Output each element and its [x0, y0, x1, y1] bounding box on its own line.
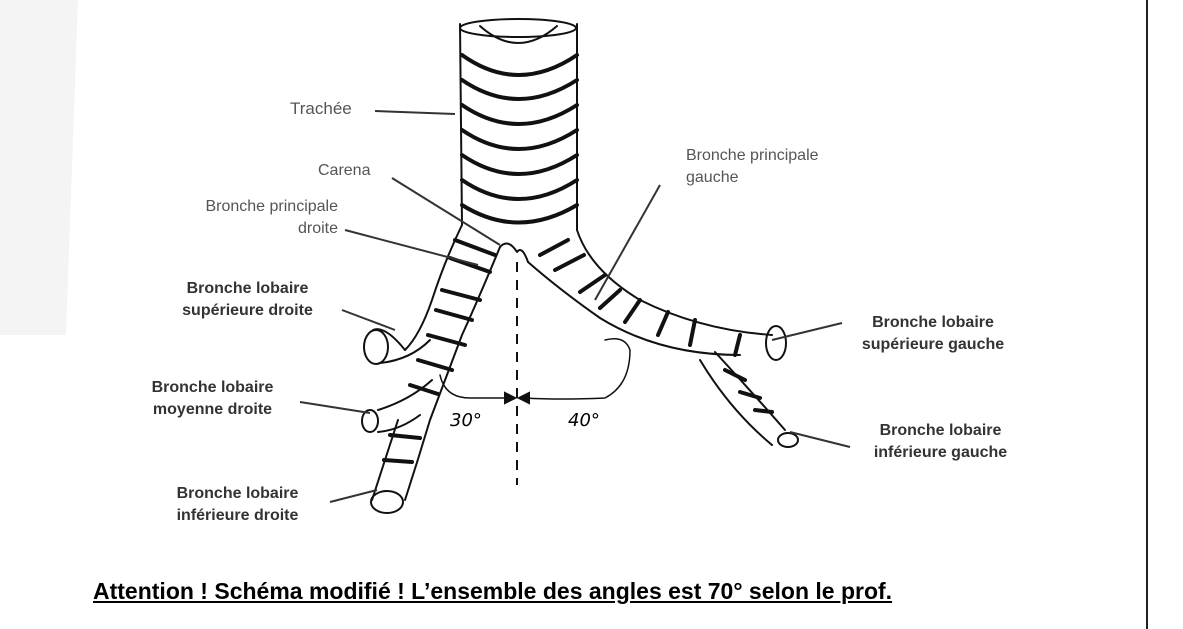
leader-bp-droite	[344, 229, 479, 266]
leader-bl-inf-droite	[329, 489, 378, 503]
label-bronche-principale-droite: Bronche principale droite	[150, 196, 338, 240]
label-line-1: Bronche lobaire	[176, 485, 299, 502]
label-line-1: Bronche lobaire	[186, 280, 309, 297]
label-line-1: Bronche principale	[686, 147, 819, 164]
label-bronche-lobaire-superieure-gauche: Bronche lobaire supérieure gauche	[838, 312, 1028, 356]
leader-carena	[391, 177, 501, 246]
leader-bl-sup-droite	[341, 309, 396, 331]
label-bronche-lobaire-inferieure-gauche: Bronche lobaire inférieure gauche	[848, 420, 1033, 464]
trachea-top-ring	[459, 18, 577, 38]
label-line-1: Bronche lobaire	[151, 379, 274, 396]
label-line-2: gauche	[686, 169, 739, 186]
label-line-2: supérieure droite	[182, 302, 313, 319]
leader-bp-gauche	[594, 184, 661, 301]
label-bronche-lobaire-superieure-droite: Bronche lobaire supérieure droite	[160, 278, 335, 322]
watermark-shape	[0, 0, 78, 335]
angle-right-label: 30°	[450, 410, 482, 431]
label-bronche-lobaire-inferieure-droite: Bronche lobaire inférieure droite	[150, 483, 325, 527]
label-line-2: droite	[297, 220, 338, 237]
label-carena: Carena	[318, 162, 371, 179]
footer-note: Attention ! Schéma modifié ! L’ensemble …	[93, 578, 893, 604]
label-trachee: Trachée	[290, 99, 352, 118]
leader-trachee	[374, 110, 456, 115]
right-bronchus-outline	[404, 224, 501, 501]
label-line-2: inférieure droite	[176, 507, 299, 524]
leader-bl-moy-droite	[299, 401, 371, 414]
label-line-2: inférieure gauche	[873, 444, 1008, 461]
leader-bl-inf-gauche	[789, 431, 851, 448]
angle-left-label: 40°	[568, 410, 600, 431]
label-bronche-lobaire-moyenne-droite: Bronche lobaire moyenne droite	[130, 377, 295, 421]
trachea-outline	[459, 23, 578, 231]
label-line-1: Bronche lobaire	[879, 422, 1002, 439]
left-bronchus-outline	[527, 229, 773, 356]
label-line-2: moyenne droite	[152, 401, 273, 418]
leader-bl-sup-gauche	[771, 322, 843, 341]
label-line-1: Bronche lobaire	[872, 314, 994, 331]
page-right-border	[1146, 0, 1148, 629]
label-line-1: Bronche principale	[205, 198, 338, 215]
label-bronche-principale-gauche: Bronche principale gauche	[686, 145, 819, 189]
label-line-2: supérieure gauche	[861, 336, 1005, 353]
